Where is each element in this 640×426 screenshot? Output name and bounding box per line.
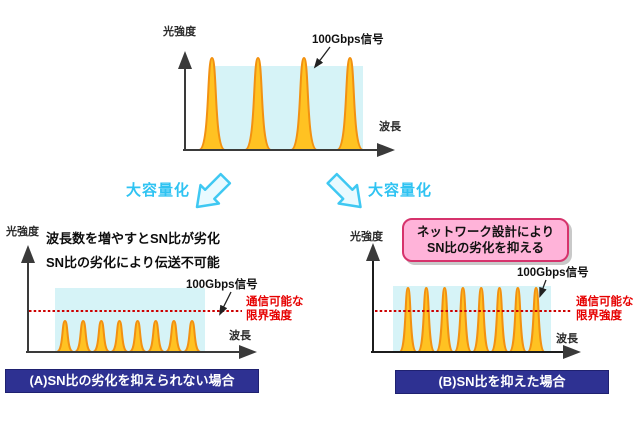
top-x-axis-label: 波長 <box>379 121 401 133</box>
right-limit-label-line2: 限界強度 <box>576 309 622 322</box>
left-chart-band <box>55 288 205 352</box>
left-limit-label: 通信可能な 限界強度 <box>246 296 304 323</box>
top-spectrum-chart <box>178 46 395 157</box>
signal-peak <box>128 320 148 353</box>
signal-peak <box>73 320 93 353</box>
signal-peak <box>198 57 226 151</box>
signal-peak <box>336 57 364 151</box>
capacity-label-right: 大容量化 <box>368 182 433 199</box>
top-signal-pointer-arrow <box>313 46 331 69</box>
left-limit-label-line1: 通信可能な <box>246 296 304 308</box>
signal-peak <box>146 320 166 353</box>
top-chart-peaks <box>198 57 364 151</box>
capacity-arrow-left-icon <box>195 172 232 209</box>
left-signal-label: 100Gbps信号 <box>186 279 258 291</box>
right-chart-band <box>393 286 551 352</box>
left-note-line2: SN比の劣化により伝送不可能 <box>46 255 220 270</box>
callout-line2: SN比の劣化を抑える <box>427 241 544 255</box>
capacity-label-left: 大容量化 <box>126 182 191 199</box>
signal-peak <box>244 57 272 151</box>
left-limit-label-line2: 限界強度 <box>246 309 292 322</box>
signal-peak <box>182 320 202 353</box>
right-x-axis-label: 波長 <box>556 333 578 345</box>
signal-peak <box>55 320 75 353</box>
right-limit-label-line1: 通信可能な <box>576 296 634 308</box>
top-y-axis-label: 光強度 <box>163 26 196 38</box>
signal-peak <box>526 287 546 353</box>
left-caption: (A)SN比の劣化を抑えられない場合 <box>5 369 259 393</box>
left-signal-pointer-arrow <box>219 291 232 316</box>
right-signal-label: 100Gbps信号 <box>517 267 589 279</box>
signal-peak <box>490 287 509 353</box>
network-design-callout: ネットワーク設計により SN比の劣化を抑える <box>402 218 569 262</box>
right-chart-peaks <box>398 287 546 353</box>
left-chart-peaks <box>55 320 202 353</box>
right-spectrum-chart <box>366 243 581 359</box>
right-caption: (B)SN比を抑えた場合 <box>395 370 609 394</box>
signal-peak <box>164 320 184 353</box>
signal-peak <box>471 287 491 353</box>
left-y-axis-label: 光強度 <box>6 226 39 238</box>
signal-peak <box>398 287 418 353</box>
top-chart-band <box>210 66 363 149</box>
callout-line1: ネットワーク設計により <box>416 224 555 239</box>
left-note-line1: 波長数を増やすとSN比が劣化 <box>46 231 221 246</box>
signal-peak <box>290 57 318 151</box>
signal-peak <box>416 287 436 353</box>
signal-peak <box>109 320 129 353</box>
signal-peak <box>453 287 473 353</box>
left-spectrum-chart <box>21 245 257 359</box>
top-signal-label: 100Gbps信号 <box>312 34 384 46</box>
capacity-arrow-right-icon <box>326 172 362 209</box>
right-y-axis-label: 光強度 <box>350 231 383 243</box>
signal-peak <box>508 287 528 353</box>
signal-peak <box>91 320 111 353</box>
right-signal-pointer-arrow <box>539 279 547 298</box>
left-x-axis-label: 波長 <box>229 330 251 342</box>
right-limit-label: 通信可能な 限界強度 <box>576 296 634 323</box>
signal-peak <box>435 287 455 353</box>
